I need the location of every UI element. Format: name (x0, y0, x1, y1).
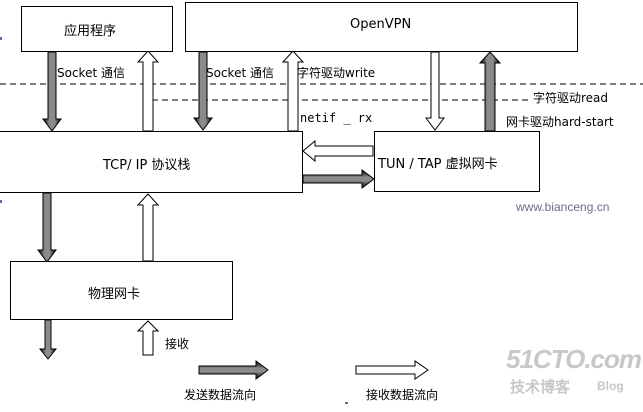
openvpn-box-label: OpenVPN (350, 17, 412, 32)
tuntap-box-label: TUN / TAP 虚拟网卡 (378, 157, 498, 172)
send-arrow-stack-to-nic (37, 192, 57, 263)
physical-nic-box: 物理网卡 (10, 261, 233, 320)
physical-nic-label: 物理网卡 (88, 287, 141, 302)
recv-arrow-stack-to-openvpn (281, 50, 305, 132)
read-arrow-tuntap-to-openvpn (478, 51, 502, 132)
nic-hard-start-label: 网卡驱动hard-start (506, 115, 614, 129)
legend-recv-label: 接收数据流向 (366, 388, 439, 402)
edge-mark-left-bottom (0, 200, 2, 203)
send-arrow-nic-to-wire (38, 319, 58, 360)
legend-recv-arrow (355, 360, 429, 380)
app-box-label: 应用程序 (64, 24, 117, 39)
send-arrow-openvpn-to-stack (193, 51, 213, 131)
brand-watermark: 51CTO.com (506, 344, 642, 374)
write-arrow-openvpn-to-tuntap (425, 51, 445, 131)
tcpip-stack-label: TCP/ IP 协议栈 (103, 158, 191, 173)
receive-label: 接收 (165, 337, 190, 351)
tuntap-box: TUN / TAP 虚拟网卡 (374, 131, 540, 192)
socket-label-right: Socket 通信 (206, 66, 274, 80)
brand-watermark-sub: 技术博客 (510, 379, 571, 396)
send-arrow-app-to-stack (42, 51, 62, 132)
socket-label-left: Socket 通信 (57, 66, 125, 80)
hard-start-arrow (302, 169, 375, 189)
tcpip-stack-box: TCP/ IP 协议栈 (0, 131, 303, 193)
app-box: 应用程序 (21, 6, 173, 52)
recv-arrow-stack-to-app (136, 50, 160, 132)
site-watermark: www.bianceng.cn (516, 200, 610, 214)
recv-arrow-wire-to-nic (136, 320, 160, 356)
legend-send-label: 发送数据流向 (184, 388, 257, 402)
netif-rx-label: netif _ rx (300, 111, 373, 125)
edge-mark-left-top (0, 37, 2, 40)
netif-rx-arrow (302, 139, 374, 163)
legend-send-arrow (198, 360, 269, 380)
char-read-label: 字符驱动read (533, 91, 609, 105)
edge-mark-bottom (345, 402, 348, 404)
char-write-label: 字符驱动write (297, 66, 376, 80)
recv-arrow-nic-to-stack (136, 193, 160, 262)
openvpn-box: OpenVPN (185, 2, 578, 52)
brand-watermark-blog: Blog (597, 379, 624, 393)
